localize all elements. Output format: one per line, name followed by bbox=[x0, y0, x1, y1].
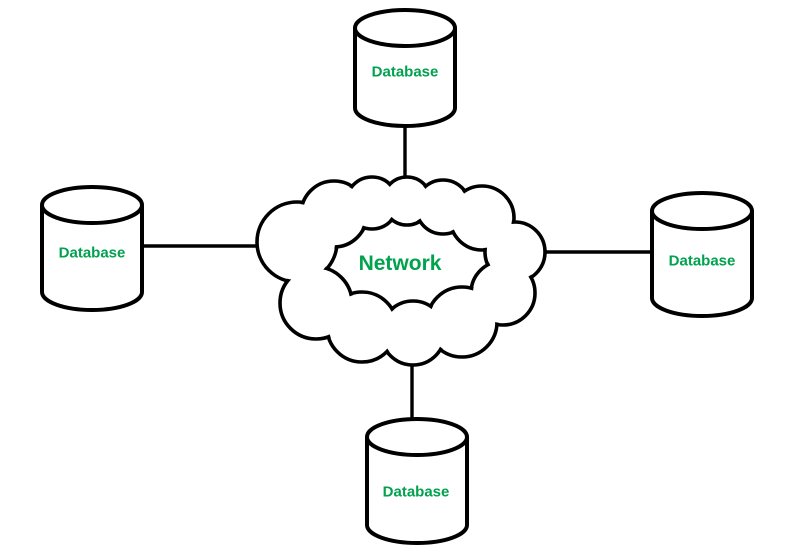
cloud-interior-mask bbox=[259, 179, 543, 363]
database-label-left: Database bbox=[58, 244, 126, 262]
cylinder-body bbox=[650, 211, 754, 318]
cylinder-top-ellipse bbox=[353, 8, 457, 48]
database-label-right: Database bbox=[668, 252, 736, 270]
connector-lines bbox=[138, 120, 656, 432]
cylinder-top-ellipse bbox=[365, 417, 469, 457]
cylinder-top-ellipse bbox=[40, 185, 144, 225]
database-cylinder-left bbox=[40, 185, 144, 312]
database-label-bottom: Database bbox=[382, 483, 450, 501]
cylinder-top-ellipse bbox=[650, 191, 754, 231]
cylinder-body bbox=[40, 205, 144, 312]
network-label: Network bbox=[358, 252, 442, 275]
cylinder-body bbox=[365, 437, 469, 545]
database-cylinder-bottom bbox=[365, 417, 469, 545]
database-cylinder-top bbox=[353, 8, 457, 128]
cylinder-body bbox=[353, 28, 457, 128]
network-cloud bbox=[255, 175, 547, 367]
database-cylinder-right bbox=[650, 191, 754, 318]
database-label-top: Database bbox=[371, 63, 439, 81]
database-cylinders bbox=[40, 8, 754, 545]
